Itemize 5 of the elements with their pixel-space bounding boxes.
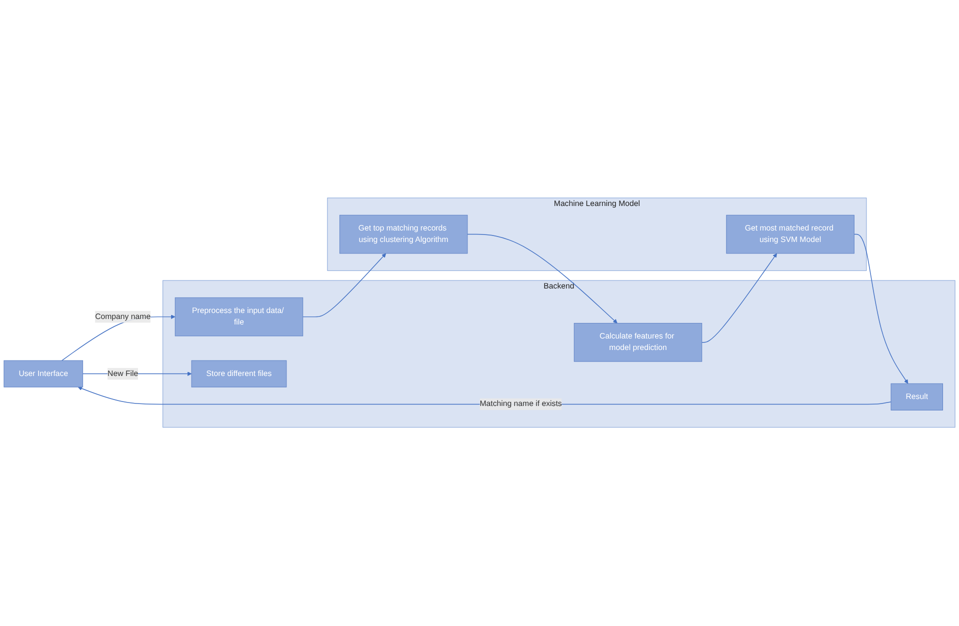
arrow: [702, 254, 777, 344]
arrow: [78, 386, 892, 405]
arrow: [854, 234, 908, 384]
arrow: [302, 254, 386, 318]
arrow: [467, 234, 618, 324]
